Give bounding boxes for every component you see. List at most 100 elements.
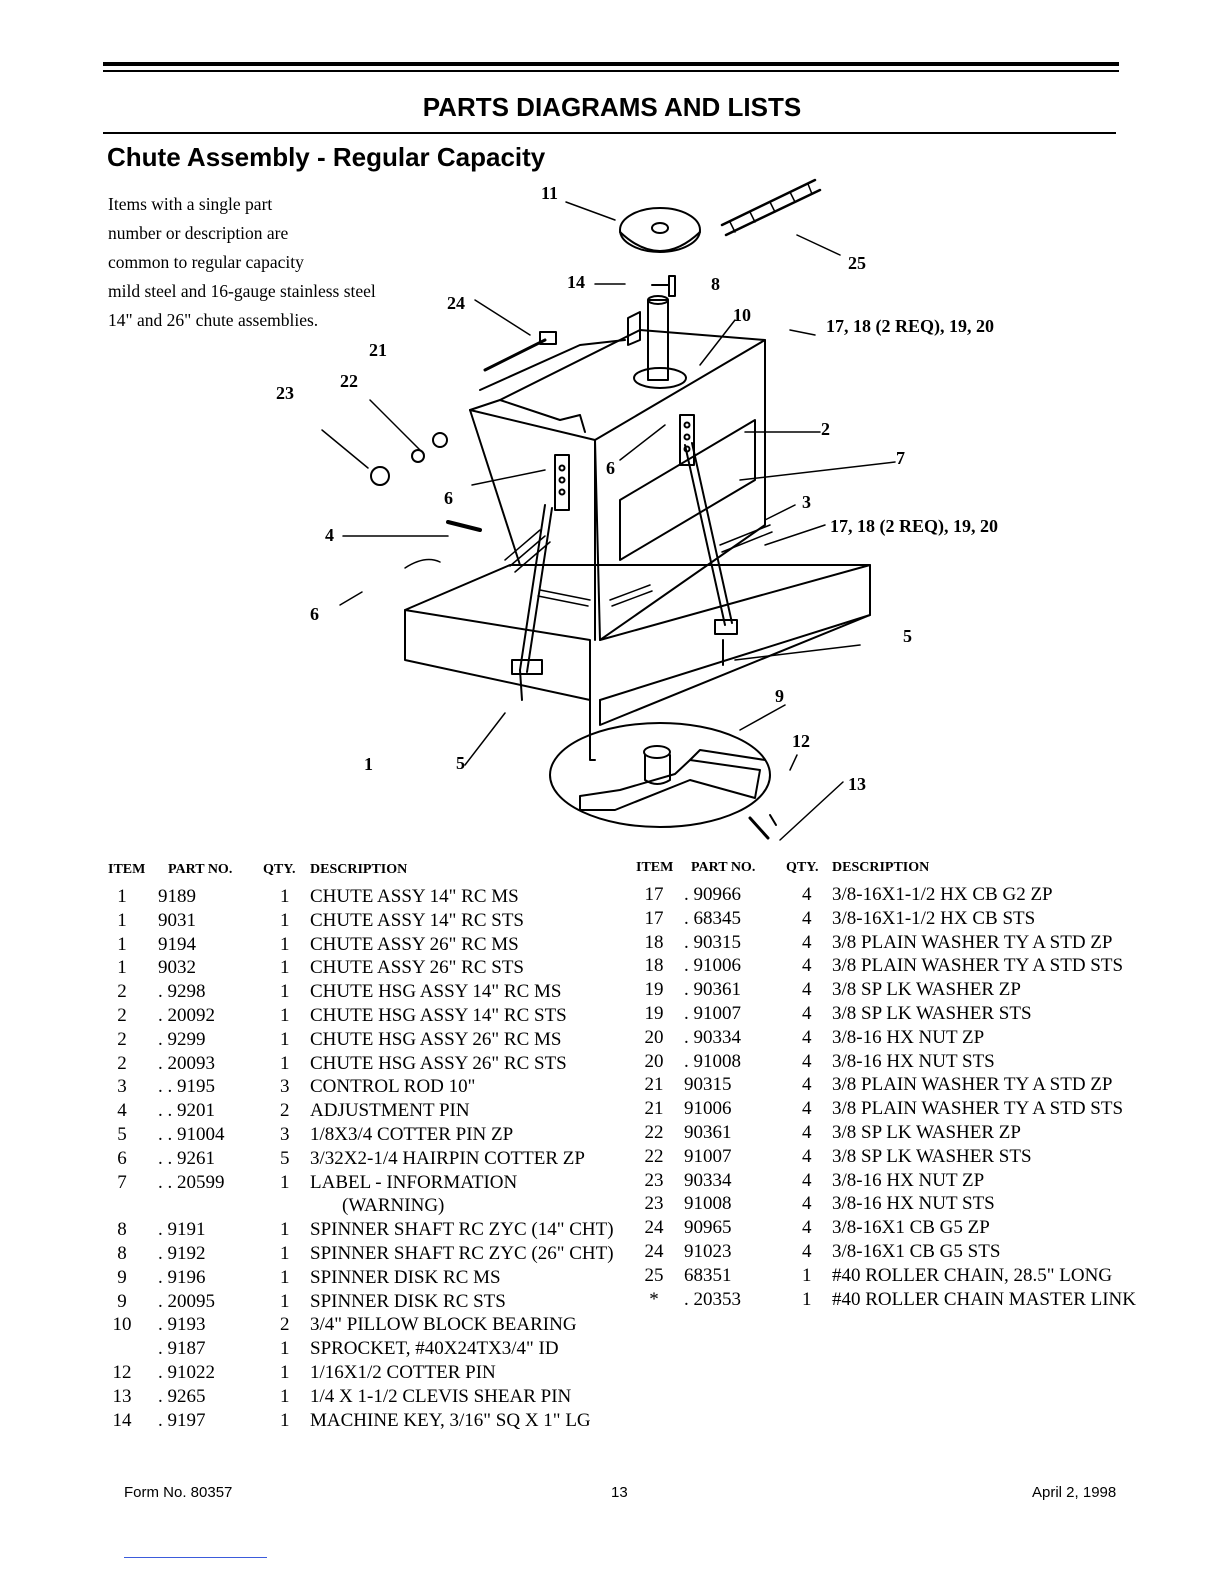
description-cell: CHUTE ASSY 26" RC MS	[310, 933, 519, 955]
part-number-cell: . 91022	[158, 1362, 215, 1383]
qty-cell: 1	[802, 1288, 812, 1310]
item-cell: 14	[112, 1409, 132, 1431]
part-number-cell: 68351	[684, 1264, 732, 1286]
item-cell: 24	[644, 1241, 664, 1262]
qty-cell: 3	[280, 1124, 290, 1145]
part-number-cell: 91007	[684, 1145, 732, 1167]
part-number-cell: . . 9195	[158, 1076, 215, 1098]
description-cell: 3/8 PLAIN WASHER TY A STD STS	[832, 1098, 1124, 1120]
header-description: DESCRIPTION	[310, 862, 408, 877]
part-number-cell: 9032	[158, 957, 196, 979]
part-number-cell: . 9191	[158, 1219, 206, 1241]
item-cell: 21	[644, 1074, 664, 1096]
callout-22: 22	[340, 371, 358, 391]
table-row: . 9187 1 SPROCKET, #40X24TX3/4" ID	[108, 1338, 638, 1362]
qty-cell: 1	[280, 1409, 290, 1431]
part-number-cell: . 90315	[684, 931, 741, 953]
description-cell: 3/8 SP LK WASHER ZP	[832, 979, 1021, 1001]
description-cell: CONTROL ROD 10"	[310, 1076, 476, 1098]
part-number-cell: 91023	[684, 1241, 732, 1262]
callout-17-18-19-20-top: 17, 18 (2 REQ), 19, 20	[826, 316, 994, 336]
description-cell: 3/4" PILLOW BLOCK BEARING	[310, 1314, 577, 1336]
qty-cell: 4	[802, 907, 812, 929]
qty-cell: 4	[802, 931, 812, 953]
part-number-cell: . 9265	[158, 1385, 206, 1407]
part-number-cell: . . 9261	[158, 1147, 215, 1169]
callout-4: 4	[325, 525, 334, 545]
top-rule-thin	[103, 70, 1119, 72]
bottom-link-underline	[124, 1557, 267, 1558]
intro-line: mild steel and 16-gauge stainless steel	[108, 281, 376, 301]
header-item: ITEM	[108, 862, 146, 877]
intro-line: number or description are	[108, 223, 289, 243]
label-window	[619, 419, 756, 561]
part-number-cell: 90334	[684, 1169, 732, 1191]
part-number-cell: . . 20599	[158, 1171, 225, 1193]
page-title: PARTS DIAGRAMS AND LISTS	[422, 92, 802, 122]
callout-21: 21	[369, 340, 387, 360]
callout-5-left: 5	[456, 753, 465, 773]
qty-cell: 4	[802, 1122, 812, 1143]
description-cell: SPINNER SHAFT RC ZYC (26" CHT)	[310, 1243, 614, 1264]
part-number-cell: . 20095	[158, 1290, 215, 1312]
description-cell: SPINNER DISK RC STS	[310, 1290, 506, 1312]
header-description: DESCRIPTION	[832, 860, 930, 875]
description-cell: 3/8 PLAIN WASHER TY A STD ZP	[832, 1074, 1113, 1096]
revision-date: April 2, 1998	[1032, 1484, 1117, 1501]
description-cell: CHUTE ASSY 26" RC STS	[310, 957, 524, 979]
description-cell: CHUTE ASSY 14" RC STS	[310, 909, 524, 931]
part-number-cell: . 9193	[158, 1314, 206, 1336]
part-number-cell: . 91007	[684, 1003, 741, 1024]
qty-cell: 4	[802, 1003, 812, 1024]
callout-17-18-19-20-bottom: 17, 18 (2 REQ), 19, 20	[830, 516, 998, 536]
spinner-disk	[549, 722, 771, 828]
qty-cell: 1	[280, 1005, 290, 1026]
item-cell: 17	[644, 884, 664, 905]
qty-cell: 5	[280, 1147, 290, 1169]
qty-cell: 1	[280, 1338, 290, 1360]
spinner-hub	[644, 754, 671, 785]
description-cell: 1/4 X 1-1/2 CLEVIS SHEAR PIN	[310, 1385, 572, 1407]
part-number-cell: 90315	[684, 1074, 732, 1096]
description-cell: CHUTE HSG ASSY 14" RC MS	[310, 981, 562, 1003]
part-number-cell: 91006	[684, 1098, 732, 1120]
spinner-shaft	[647, 299, 669, 381]
qty-cell: 1	[280, 933, 290, 955]
part-number-cell: . 91008	[684, 1050, 741, 1072]
description-cell: MACHINE KEY, 3/16" SQ X 1" LG	[310, 1409, 591, 1431]
description-cell: CHUTE ASSY 14" RC MS	[310, 886, 519, 907]
part-number-cell: . 68345	[684, 907, 741, 929]
intro-line: Items with a single part	[108, 194, 273, 214]
part-number-cell: . 9187	[158, 1338, 206, 1360]
item-cell: 25	[644, 1264, 664, 1286]
section-title: Chute Assembly - Regular Capacity	[107, 142, 546, 172]
part-number-cell: . 20093	[158, 1052, 215, 1074]
item-cell: 20	[644, 1050, 664, 1072]
table-row: (WARNING)	[108, 1195, 638, 1219]
description-cell: 3/8-16X1 CB G5 STS	[832, 1241, 1001, 1262]
description-cell: 1/8X3/4 COTTER PIN ZP	[310, 1124, 514, 1145]
description-cell: SPROCKET, #40X24TX3/4" ID	[310, 1338, 559, 1360]
description-cell: #40 ROLLER CHAIN MASTER LINK	[832, 1288, 1136, 1310]
adjustment-pin-4	[446, 520, 482, 532]
item-cell: 9	[117, 1266, 127, 1288]
page-number: 13	[611, 1484, 628, 1501]
qty-cell: 1	[280, 1028, 290, 1050]
qty-cell: 4	[802, 955, 812, 977]
item-cell: 22	[644, 1145, 664, 1167]
item-cell: 20	[644, 1026, 664, 1048]
